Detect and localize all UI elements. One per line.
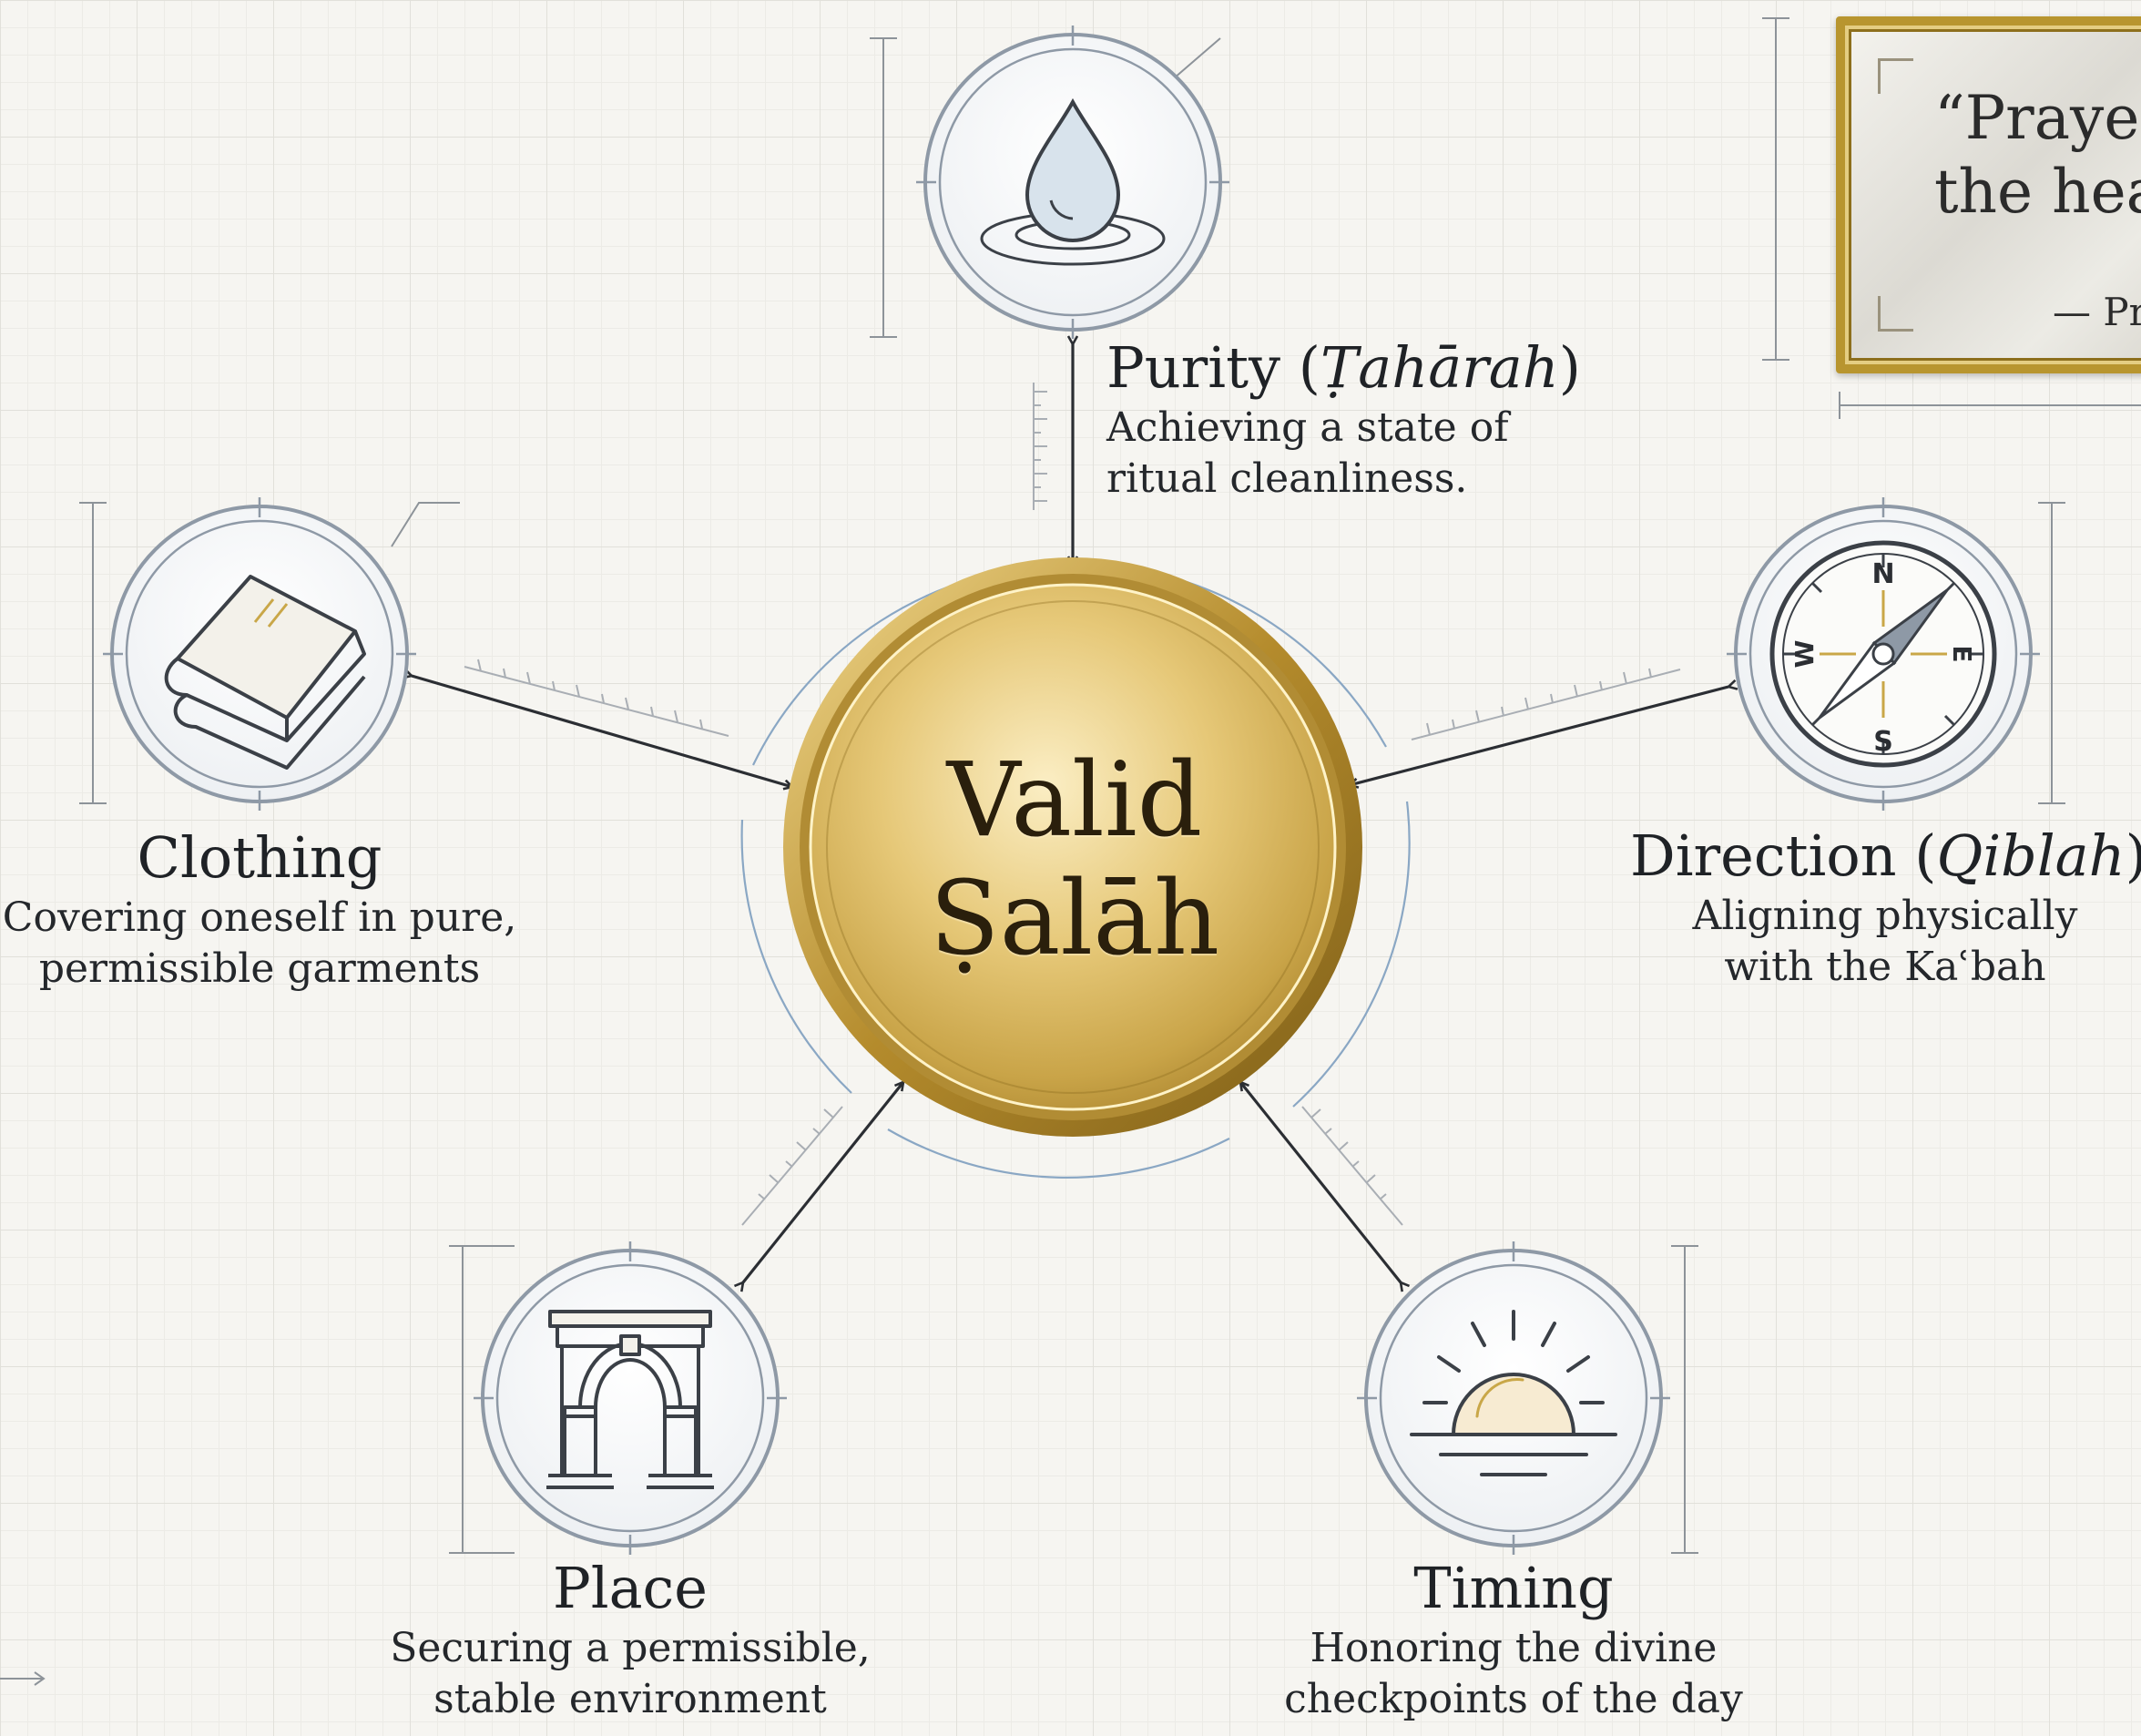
label-direction: Direction (Qiblah) Aligning physicallywi… <box>1630 822 2141 994</box>
compass-e: E <box>1947 645 1977 662</box>
node-clothing[interactable] <box>103 497 416 811</box>
label-clothing-desc: Covering oneself in pure,permissible gar… <box>2 894 517 993</box>
label-clothing-title: Clothing <box>137 824 382 891</box>
label-place-title: Place <box>553 1555 708 1621</box>
quote-plaque: “Prayer the head — Pro <box>1836 16 2141 373</box>
connector-arrows <box>412 344 1728 1282</box>
node-place[interactable] <box>474 1241 787 1555</box>
label-purity-title: Purity (Ṭahārah) <box>1106 334 1581 401</box>
arrow-direction <box>1350 687 1728 785</box>
compass-s: S <box>1873 726 1893 758</box>
node-purity[interactable] <box>916 26 1229 339</box>
label-timing-title: Timing <box>1413 1555 1614 1621</box>
compass-n: N <box>1871 558 1894 590</box>
sunrise-icon <box>1410 1310 1617 1476</box>
quote-attribution: — Pro <box>2053 290 2141 334</box>
plaque-corner <box>1878 296 1913 332</box>
label-place-desc: Securing a permissible,stable environmen… <box>390 1624 871 1723</box>
label-place: Place Securing a permissible,stable envi… <box>357 1556 903 1726</box>
compass-icon: N S W E <box>1769 540 1997 768</box>
water-drop-icon <box>980 97 1166 266</box>
arrow-place <box>743 1082 903 1282</box>
node-timing[interactable] <box>1357 1241 1670 1555</box>
center-node[interactable] <box>783 557 1362 1137</box>
ruler-marks <box>464 383 1681 1226</box>
archway-icon <box>546 1310 714 1489</box>
folded-cloth-icon <box>164 575 366 770</box>
plaque-corner <box>1878 58 1913 94</box>
label-direction-title: Direction (Qiblah) <box>1630 822 2141 889</box>
label-clothing: Clothing Covering oneself in pure,permis… <box>0 825 533 996</box>
node-direction[interactable]: N S W E <box>1727 497 2040 811</box>
quote-text: “Prayer the head <box>1934 83 2141 227</box>
arrow-clothing <box>412 676 792 787</box>
center-line-2: Ṣalāh <box>929 859 1220 978</box>
center-line-1: Valid <box>946 741 1203 860</box>
center-title: Valid Ṣalāh <box>792 741 1357 979</box>
dimension-lines <box>0 17 2141 1686</box>
compass-w: W <box>1789 639 1820 668</box>
arrow-timing <box>1240 1082 1401 1282</box>
